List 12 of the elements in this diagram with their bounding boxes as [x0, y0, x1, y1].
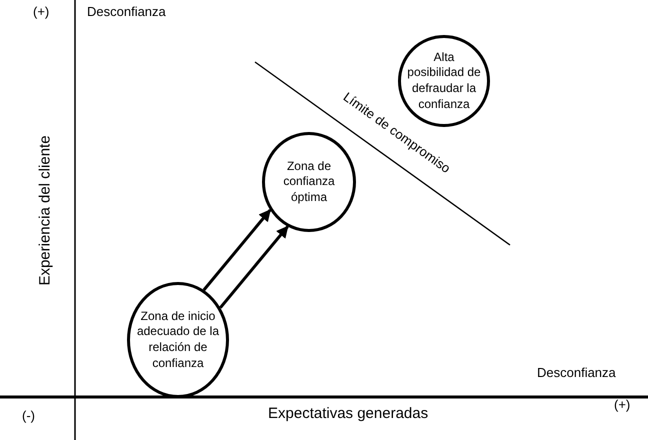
axis-note: Desconfianza — [87, 4, 166, 19]
arrow — [219, 226, 289, 309]
axis-title: Expectativas generadas — [268, 405, 428, 422]
zone-ellipse: Zona de inicio adecuado de la relación de confianza — [127, 282, 229, 398]
axis-title: Experiencia del cliente — [36, 135, 54, 286]
arrow — [202, 209, 272, 291]
axis-sign: (+) — [614, 397, 630, 412]
axis-note: Desconfianza — [537, 365, 616, 380]
axis-sign: (-) — [22, 408, 35, 423]
zone-ellipse: Alta posibilidad de defraudar la confianza — [398, 35, 490, 127]
axis-sign: (+) — [33, 4, 50, 19]
zone-ellipse: Zona de confianza óptima — [262, 132, 356, 232]
